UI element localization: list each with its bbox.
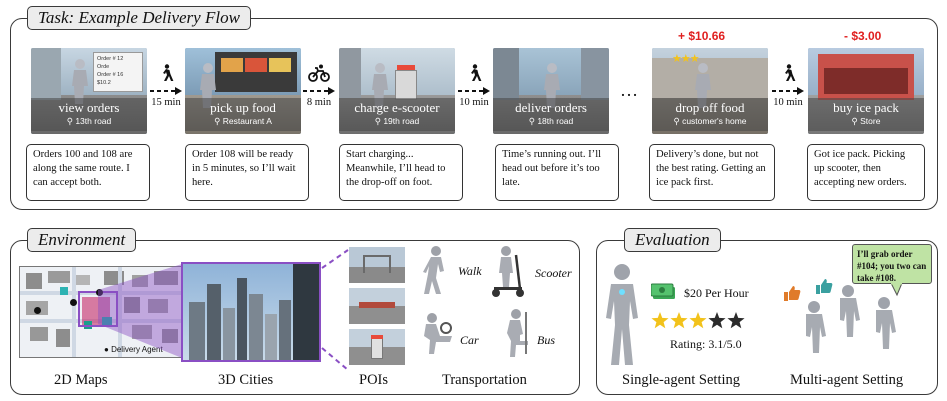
step-location: ⚲ 19th road [374, 116, 420, 126]
location-pin-icon: ⚲ [528, 116, 538, 126]
sequence-ellipsis: … [620, 80, 639, 100]
spending-amount: - $3.00 [844, 29, 882, 43]
earning-amount: + $10.66 [678, 29, 726, 43]
thumbs-down-icon [784, 286, 801, 301]
transition-3: 10 min [457, 64, 491, 108]
poi-image-bus-stop [349, 247, 405, 283]
agent-thought-note: Orders 100 and 108 are along the same ro… [26, 144, 150, 201]
location-pin-icon: ⚲ [214, 116, 223, 126]
scene-drop-off-food: ★★★ drop off food ⚲ customer's home [652, 48, 768, 134]
pay-rate: $20 Per Hour [684, 286, 749, 300]
scooter-figure-icon [492, 246, 524, 297]
transition-2: 8 min [302, 64, 336, 108]
star-filled-icon [689, 312, 707, 329]
star-filled-icon [670, 312, 688, 329]
transport-label-bus: Bus [537, 333, 555, 347]
delivery-agent-legend-icon: ● [104, 345, 109, 354]
walk-icon [785, 64, 796, 81]
scene-view-orders: Order # 12 Orde Order # 16 $10.2 view or… [31, 48, 147, 134]
caption-transportation: Transportation [442, 372, 527, 388]
star-empty-icon [708, 312, 726, 329]
agent-thought-note: Got ice pack. Picking up scooter, then a… [807, 144, 925, 201]
car-figure-icon [424, 313, 452, 354]
step-action: drop off food [675, 100, 745, 115]
caption-2d-maps: 2D Maps [54, 372, 108, 388]
rating-text: Rating: 3.1/5.0 [670, 337, 742, 351]
cash-icon [651, 283, 675, 299]
step-location: ⚲ Restaurant A [214, 116, 272, 126]
caption-pois: POIs [359, 372, 389, 388]
delivery-agent-marker [70, 299, 77, 306]
map-legend: ● Delivery Agent [104, 345, 163, 354]
bike-icon [308, 64, 330, 82]
step-location: ⚲ Store [851, 116, 881, 126]
agent-thought-note: Delivery’s done, but not the best rating… [649, 144, 775, 201]
step-location: ⚲ 13th road [66, 116, 112, 126]
dashed-arrow [150, 87, 182, 95]
transport-label-car: Car [460, 333, 479, 347]
step-action: view orders [58, 100, 120, 115]
step-location: ⚲ 18th road [528, 116, 574, 126]
task-panel-title: Task: Example Delivery Flow [27, 6, 251, 30]
2d-map: ● Delivery Agent [19, 266, 189, 358]
transition-1: 15 min [149, 64, 183, 108]
agent-thought-note: Time’s running out. I’ll head out before… [495, 144, 619, 201]
multi-agent-figures [806, 285, 896, 353]
caption-multi-agent: Multi-agent Setting [790, 372, 904, 388]
speech-bubble-tail [890, 283, 903, 297]
dashed-arrow [772, 87, 804, 95]
step-action: buy ice pack [833, 100, 899, 115]
caption-single-agent: Single-agent Setting [622, 372, 740, 388]
order-list-card: Order # 12 Orde Order # 16 $10.2 [93, 52, 143, 92]
dashed-arrow [303, 87, 335, 95]
poi-image-charger [349, 329, 405, 365]
rating-stars [651, 312, 745, 329]
location-pin-icon: ⚲ [673, 116, 683, 126]
delivery-agent-marker [96, 289, 103, 296]
star-empty-icon [727, 312, 745, 329]
scene-pick-up-food: pick up food ⚲ Restaurant A [185, 48, 301, 134]
poi-image-bench [349, 288, 405, 324]
transport-label-walk: Walk [458, 264, 482, 278]
walk-icon [163, 64, 174, 81]
agent-thought-note: Start charging... Meanwhile, I’ll head t… [339, 144, 463, 201]
walk-figure-icon [423, 246, 444, 294]
3d-city-view [181, 262, 321, 362]
transport-label-scooter: Scooter [535, 266, 572, 280]
rating-stars-overlay: ★★★ [672, 53, 700, 65]
zoom-connector [98, 264, 182, 358]
location-pin-icon: ⚲ [851, 116, 861, 126]
scene-deliver-orders: deliver orders ⚲ 18th road [493, 48, 609, 134]
step-action: deliver orders [515, 100, 587, 115]
step-location: ⚲ customer's home [673, 116, 747, 126]
caption-3d-cities: 3D Cities [218, 372, 274, 388]
agent-thought-note: Order 108 will be ready in 5 minutes, so… [185, 144, 309, 201]
step-action: pick up food [210, 100, 276, 115]
location-pin-icon: ⚲ [374, 116, 384, 126]
walk-icon [471, 64, 482, 81]
bus-figure-icon [507, 309, 528, 357]
poi-connector [321, 249, 349, 371]
location-pin-icon: ⚲ [66, 116, 76, 126]
scene-buy-ice-pack: buy ice pack ⚲ Store [808, 48, 924, 134]
task-panel [10, 18, 938, 210]
step-action: charge e-scooter [354, 100, 440, 115]
delivery-agent-figure [72, 59, 88, 104]
environment-panel-title: Environment [27, 228, 137, 252]
scene-charge-e-scooter: charge e-scooter ⚲ 19th road [339, 48, 455, 134]
delivery-agent-marker [34, 307, 41, 314]
transition-4: 10 min [771, 64, 805, 108]
dashed-arrow [458, 87, 490, 95]
evaluation-panel-title: Evaluation [624, 228, 721, 252]
speech-bubble: I’ll grab order #104; you two can take #… [852, 244, 932, 284]
thumbs-up-icon [816, 279, 833, 294]
star-filled-icon [651, 312, 669, 329]
single-agent-figure [606, 264, 638, 365]
